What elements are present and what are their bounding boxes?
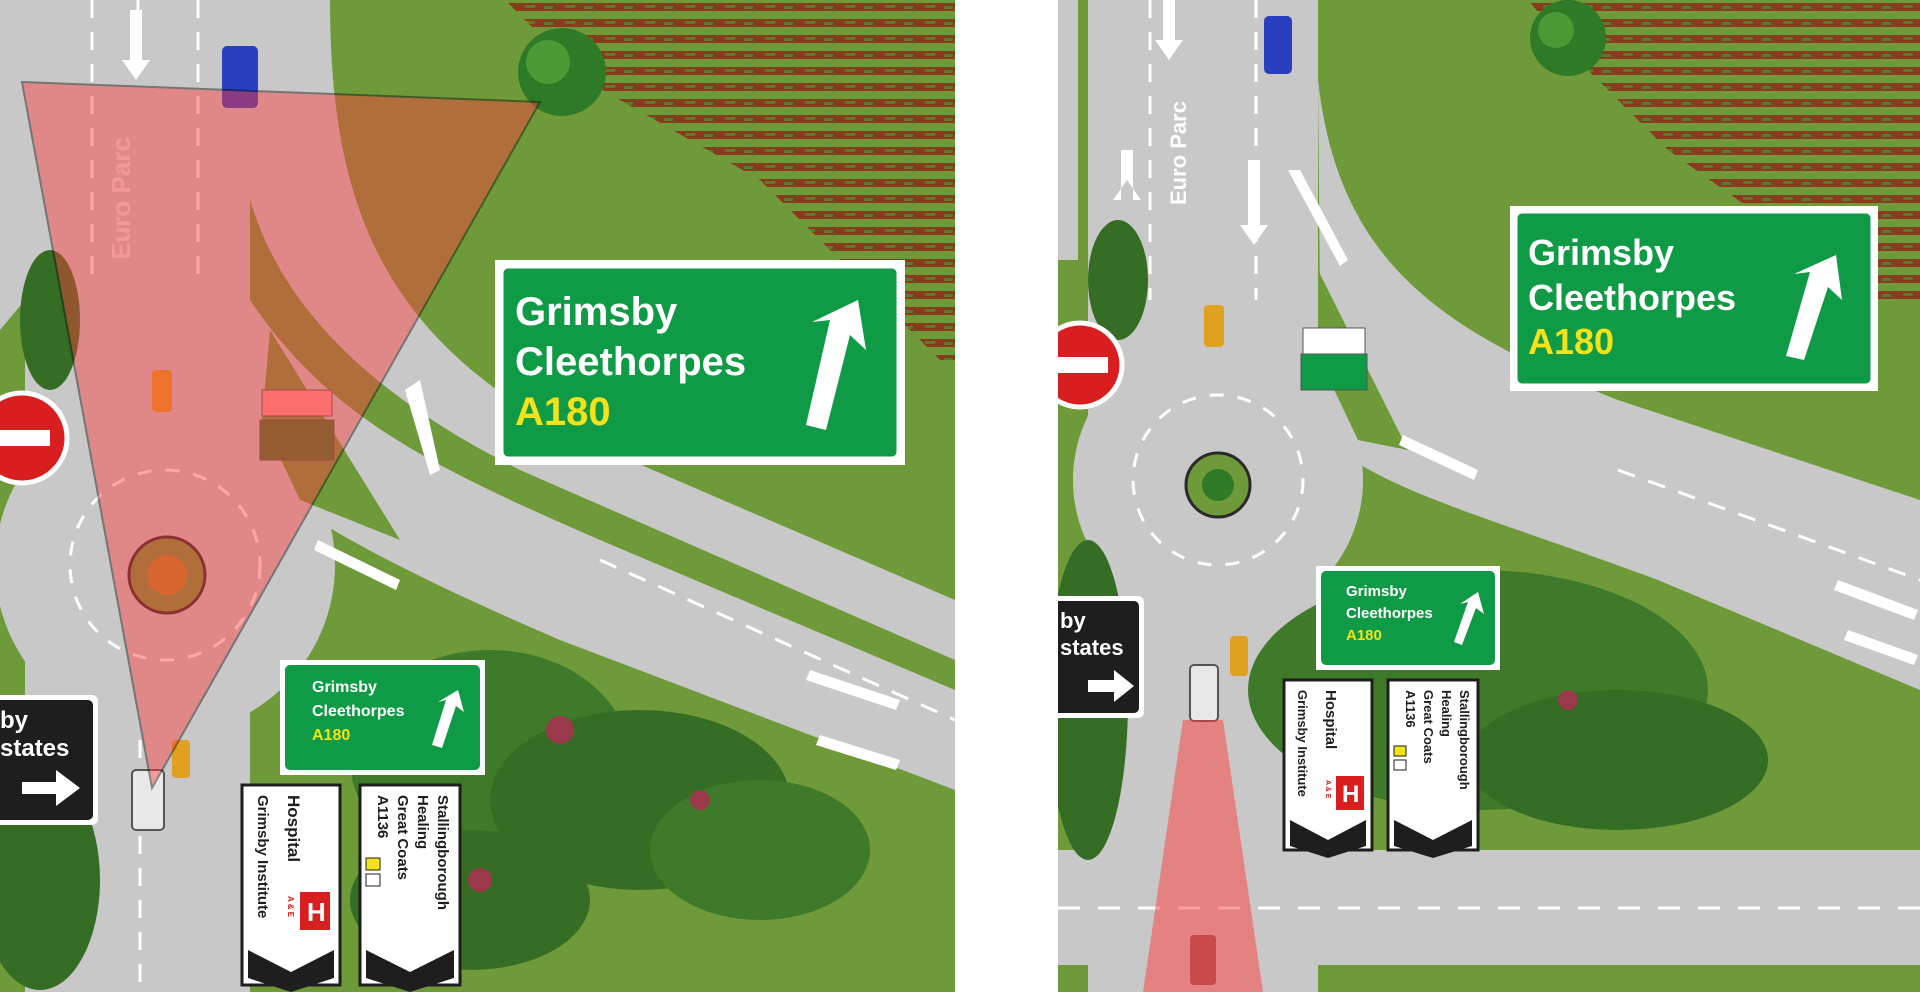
no-entry-bar [0, 430, 50, 446]
small-sign-line1: Grimsby [1346, 583, 1408, 600]
destination-sign: Stallingborough Healing Great Coats A113… [1386, 678, 1480, 858]
destination-road: A1136 [1403, 690, 1418, 728]
side-road [1058, 0, 1078, 260]
hospital-badge-sub: A & E [286, 896, 295, 918]
yellow-car [152, 370, 172, 412]
small-sign-line2: Cleethorpes [1346, 605, 1433, 622]
road-arrows [1113, 0, 1918, 665]
destination-line3: Great Coats [1421, 690, 1436, 764]
hospital-h-icon [300, 892, 330, 930]
small-sign-line1: Grimsby [312, 679, 377, 696]
yellow-car [1204, 305, 1224, 347]
black-direction-sign: by states [0, 695, 98, 825]
main-carriageway [250, 0, 955, 660]
small-direction-sign: Grimsby Cleethorpes A180 [280, 660, 485, 775]
island-bush [1202, 469, 1234, 501]
destination-line1: Stallingborough [434, 795, 451, 910]
big-sign-road: A180 [515, 390, 611, 434]
big-sign-road: A180 [1528, 321, 1614, 362]
small-sign-arrow-icon [432, 690, 464, 748]
hospital-badge: H [1342, 781, 1359, 808]
big-sign-line1: Grimsby [515, 290, 678, 334]
lane-markings [1058, 0, 1920, 910]
hospital-sign-title: Hospital [284, 795, 303, 862]
main-carriageway [1318, 80, 1920, 690]
island-bush [147, 555, 187, 595]
white-car [1189, 664, 1219, 722]
hospital-sign-title: Hospital [1322, 690, 1339, 749]
black-sign-line1: by [0, 707, 29, 734]
no-entry-bar [1058, 357, 1108, 373]
hospital-sign: Hospital Grimsby Institute H A & E [1282, 678, 1374, 858]
green-plate [1300, 353, 1368, 391]
black-sign-line2: states [0, 735, 69, 762]
right-scene-map: Euro Parc Grimsby Cleethorpes A180 Grims… [1058, 0, 1920, 992]
small-sign-line2: Cleethorpes [312, 703, 405, 720]
hospital-h-icon [1336, 776, 1364, 810]
square-icon [365, 873, 381, 887]
big-direction-sign: Grimsby Cleethorpes A180 [1510, 206, 1878, 391]
blue-car [1264, 16, 1292, 74]
motorway-shield-icon [1393, 745, 1407, 757]
destination-line2: Healing [1439, 690, 1454, 737]
destination-road: A1136 [374, 795, 391, 838]
hospital-sign-subtitle: Grimsby Institute [1295, 690, 1310, 797]
blue-car [222, 46, 258, 108]
side-road [0, 0, 25, 330]
small-sign-road: A180 [312, 727, 350, 744]
white-plate [1302, 327, 1366, 355]
hospital-sign: Hospital Grimsby Institute H A & E [240, 783, 342, 992]
big-sign-line1: Grimsby [1528, 232, 1674, 273]
motorway-shield-icon [365, 857, 381, 871]
black-sign-line2: states [1060, 635, 1124, 660]
left-scene-panel: Euro Parc Grimsby Cleethorpes A180 Grims… [0, 0, 955, 992]
square-icon [1393, 759, 1407, 771]
hospital-badge-sub: A & E [1324, 780, 1331, 799]
big-sign-arrow-icon [806, 300, 866, 430]
slip-road [250, 300, 955, 790]
big-sign-line2: Cleethorpes [515, 340, 746, 384]
big-sign-arrow-icon [1786, 255, 1842, 360]
destination-line2: Healing [414, 795, 431, 849]
black-sign-line1: by [1060, 608, 1086, 633]
big-sign-line2: Cleethorpes [1528, 277, 1736, 318]
black-direction-sign: by states [1058, 596, 1144, 718]
big-direction-sign: Grimsby Cleethorpes A180 [495, 260, 905, 465]
hospital-sign-subtitle: Grimsby Institute [254, 795, 271, 918]
black-sign-arrow-icon [22, 770, 80, 806]
ploughed-field [505, 0, 955, 360]
hospital-badge: H [307, 897, 326, 927]
left-scene-map: Euro Parc Grimsby Cleethorpes A180 Grims… [0, 0, 955, 992]
small-direction-sign: Grimsby Cleethorpes A180 [1316, 566, 1500, 670]
yellow-car-2 [172, 740, 190, 778]
right-scene-panel: Euro Parc Grimsby Cleethorpes A180 Grims… [1058, 0, 1920, 992]
view-cone [1143, 720, 1263, 992]
small-sign-arrow-icon [1454, 592, 1484, 645]
road-arrows [122, 10, 900, 770]
red-car [1190, 935, 1216, 985]
small-sign-road: A180 [1346, 627, 1382, 644]
black-sign-arrow-icon [1088, 670, 1134, 702]
road-name-label: Euro Parc [1166, 101, 1191, 205]
green-plate [259, 419, 335, 461]
destination-sign: Stallingborough Healing Great Coats A113… [358, 783, 462, 992]
destination-line3: Great Coats [394, 795, 411, 880]
white-plate [261, 389, 333, 417]
road-name-label: Euro Parc [106, 137, 136, 260]
destination-line1: Stallingborough [1457, 690, 1472, 790]
white-car [131, 769, 165, 831]
yellow-car-2 [1230, 636, 1248, 676]
view-cone [20, 80, 542, 791]
